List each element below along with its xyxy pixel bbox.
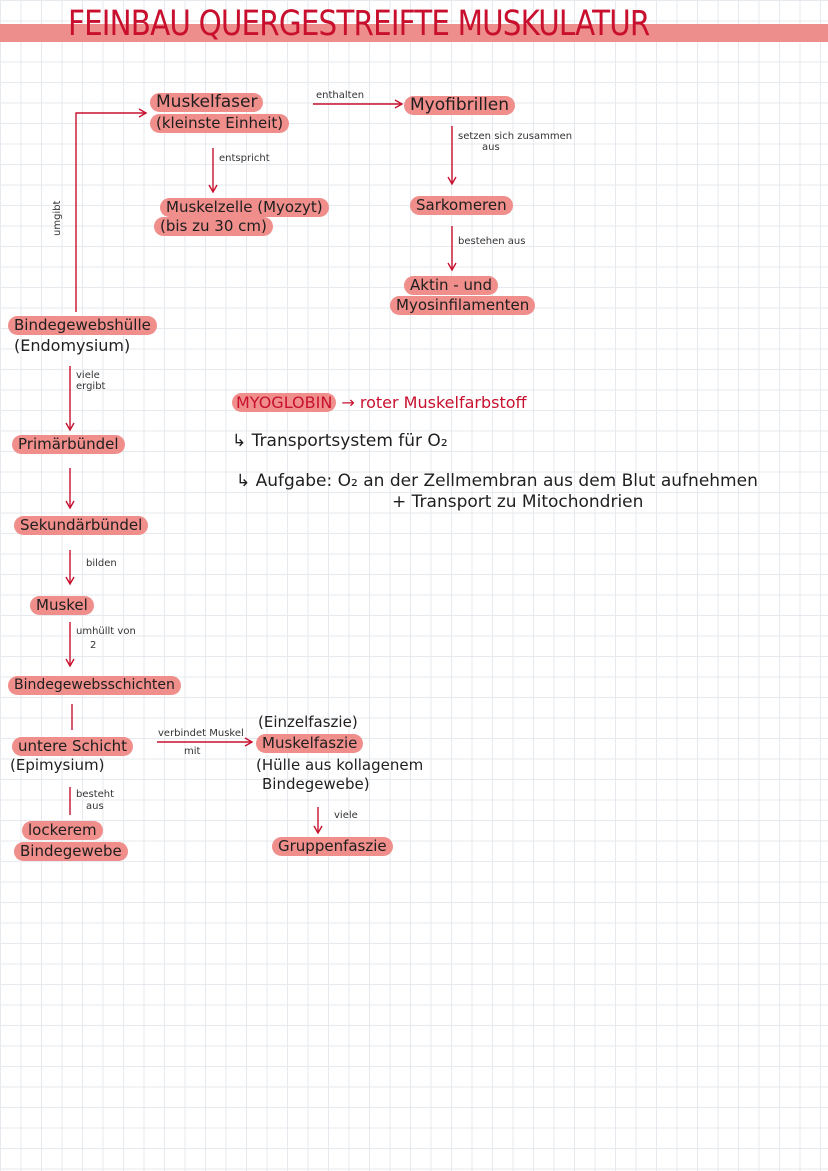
label-besteht-1: besteht xyxy=(76,789,115,800)
node-muskelfaser: Muskelfaser xyxy=(150,93,264,112)
myoglobin-term: MYOGLOBIN xyxy=(232,393,337,412)
node-bindegewebsschichten: Bindegewebsschichten xyxy=(8,676,181,695)
label-verbindet-1: verbindet Muskel xyxy=(158,728,244,739)
label-viele-ergibt-2: ergibt xyxy=(76,381,106,392)
node-bindegewebe: Bindegewebe xyxy=(14,842,128,861)
node-sekundaerbuendel: Sekundärbündel xyxy=(14,516,149,535)
myoglobin-aufgabe: ↳ Aufgabe: O₂ an der Zellmembran aus dem… xyxy=(236,471,758,491)
myoglobin-transport: ↳ Transportsystem für O₂ xyxy=(232,431,448,451)
node-huelle-2: Bindegewebe) xyxy=(262,775,370,793)
title-underline-bar xyxy=(0,24,828,42)
node-endomysium: (Endomysium) xyxy=(14,336,131,355)
node-muskel: Muskel xyxy=(30,596,94,615)
page-title: FEINBAU QUERGESTREIFTE MUSKULATUR xyxy=(68,4,650,44)
label-bilden: bilden xyxy=(86,558,117,569)
node-epimysium: (Epimysium) xyxy=(10,756,105,774)
node-aktin: Aktin - und xyxy=(404,276,498,295)
label-umgibt: umgibt xyxy=(52,200,63,236)
node-muskelfaszie: Muskelfaszie xyxy=(256,734,364,753)
node-gruppenfaszie: Gruppenfaszie xyxy=(272,837,393,856)
node-kleinste-einheit: (kleinste Einheit) xyxy=(150,114,290,133)
label-entspricht: entspricht xyxy=(219,153,270,164)
myoglobin-definition: → roter Muskelfarbstoff xyxy=(341,393,527,412)
arrow-umgibt xyxy=(75,108,148,312)
node-huelle-1: (Hülle aus kollagenem xyxy=(256,756,424,774)
myoglobin-line: MYOGLOBIN → roter Muskelfarbstoff xyxy=(232,393,527,413)
node-primaerbuendel: Primärbündel xyxy=(12,435,125,454)
label-umhuellt-2: 2 xyxy=(90,640,97,651)
myoglobin-mitochondrien: + Transport zu Mitochondrien xyxy=(392,492,644,512)
label-umhuellt-1: umhüllt von xyxy=(76,626,136,637)
label-besteht-2: aus xyxy=(86,801,104,812)
label-setzen-2: aus xyxy=(482,142,500,153)
node-einzelfaszie: (Einzelfaszie) xyxy=(258,713,358,731)
node-lockerem: lockerem xyxy=(22,821,103,840)
label-enthalten: enthalten xyxy=(316,90,365,101)
label-setzen-1: setzen sich zusammen xyxy=(458,131,573,142)
label-bestehen: bestehen aus xyxy=(458,236,526,247)
node-muskelzelle: Muskelzelle (Myozyt) xyxy=(160,198,329,217)
node-bindegewebshuelle: Bindegewebshülle xyxy=(8,316,157,335)
node-myosin: Myosinfilamenten xyxy=(390,296,536,315)
label-viele: viele xyxy=(334,810,358,821)
node-sarkomeren: Sarkomeren xyxy=(410,196,513,215)
node-untere-schicht: untere Schicht xyxy=(12,737,134,756)
label-verbindet-2: mit xyxy=(184,746,201,757)
label-viele-ergibt-1: viele xyxy=(76,370,100,381)
node-myofibrillen: Myofibrillen xyxy=(404,96,516,115)
node-bis-30cm: (bis zu 30 cm) xyxy=(154,217,273,236)
